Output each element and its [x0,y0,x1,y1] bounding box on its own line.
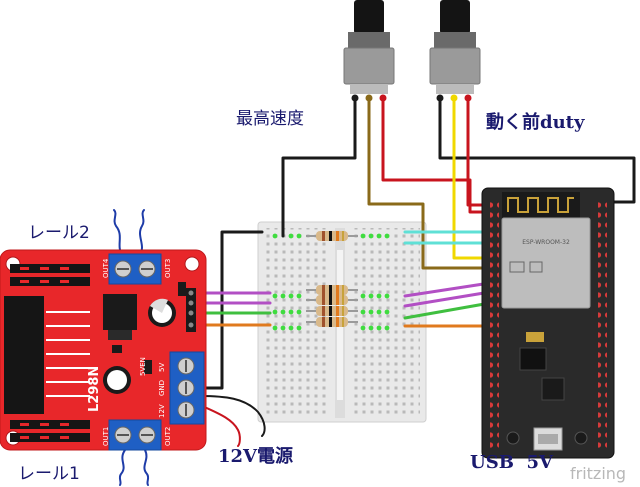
max-speed-label: 最高速度 [236,109,304,129]
wires [113,98,636,486]
capacitor-1 [148,298,176,327]
wire-rail1-a [118,449,126,486]
resistor-3 [306,295,358,305]
potentiometer-1 [343,0,395,102]
rail1-label: レール1 [18,464,80,484]
fritzing-watermark: fritzing [570,464,627,483]
wire-magenta-4 [403,290,492,308]
terminal-power [169,351,205,425]
resistor-2 [306,285,358,295]
wire-rail2-b [139,209,145,257]
wire-red-supply [199,404,241,447]
start-duty-label: 動く前duty [486,112,585,133]
board-out3-label: OUT3 [164,259,172,278]
wire-black-ground-esp [438,98,636,204]
wire-black-ground [281,98,357,238]
heatsink [4,264,90,442]
esp32-board: ESP-WROOM-32 [481,187,615,459]
chip [46,311,90,397]
board-out4-label: OUT4 [102,258,110,278]
board-12v-label: 12V [158,404,166,418]
board-5v-label: 5V [158,363,166,372]
l298n-board: L298N OUT4 OUT3 OUT1 OUT2 5VEN 5V GND 12… [0,249,207,451]
resistor-array [306,231,358,327]
board-out2-label: OUT2 [164,427,172,446]
signal-header [186,288,196,332]
rail2-label: レール2 [28,223,90,243]
terminal-out1-out2 [108,419,162,451]
wire-magenta-3 [403,281,492,298]
capacitor-2 [103,366,131,394]
resistor-1 [306,231,358,241]
resistor-4 [306,306,358,316]
wire-black-l298n-gnd [204,230,264,390]
breadboard-connection-dots [272,233,390,331]
wire-rail2-a [113,209,123,257]
board-gnd-label: GND [158,380,166,396]
terminal-out3-out4 [108,253,162,285]
board-out1-label: OUT1 [102,427,110,446]
wire-red-pot1 [381,98,492,214]
wire-yellow-pot2 [452,98,492,260]
resistor-5 [306,317,358,327]
power-12v-label: 12V電源 [218,446,294,467]
potentiometer-2 [429,0,481,102]
wire-green-2 [403,301,492,320]
regulator [103,294,137,340]
usb-5v-label: USB 5V [470,452,553,473]
board-5ven-label: 5VEN [139,357,147,376]
esp32-module-label: ESP-WROOM-32 [522,239,570,246]
wire-rail1-b [143,449,150,486]
board-model-label: L298N [87,366,102,412]
wire-black-supply [199,395,266,437]
wire-brown-pot1 [367,98,492,270]
